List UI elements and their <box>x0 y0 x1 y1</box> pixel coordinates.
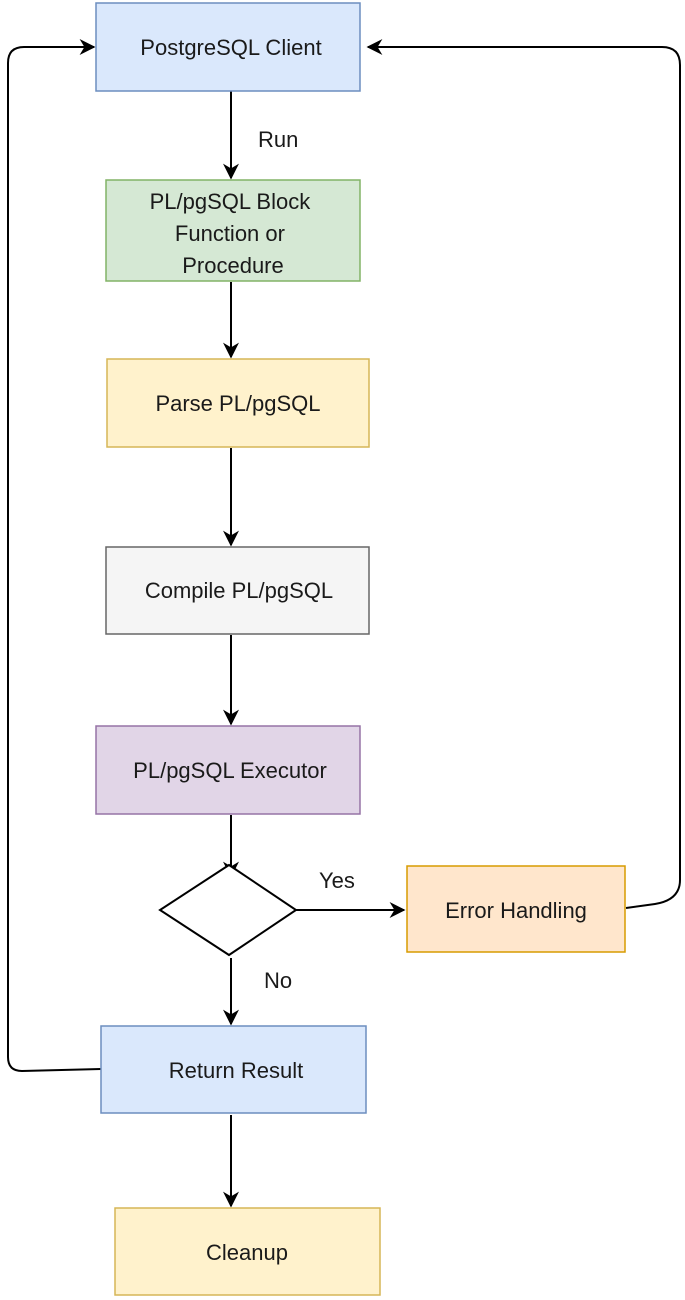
svg-text:Parse PL/pgSQL: Parse PL/pgSQL <box>155 391 320 416</box>
node-cleanup: Cleanup <box>114 1207 381 1296</box>
edge-label-yes: Yes <box>319 868 355 893</box>
node-postgresql-client: PostgreSQL Client <box>95 2 361 92</box>
node-error-handling: Error Handling <box>406 865 626 953</box>
node-label: PL/pgSQL Executor <box>133 758 327 783</box>
node-label: PostgreSQL Client <box>140 35 321 60</box>
node-label: Parse PL/pgSQL <box>155 391 320 416</box>
svg-text:Error Handling: Error Handling <box>445 898 587 923</box>
svg-text:Compile PL/pgSQL: Compile PL/pgSQL <box>145 578 333 603</box>
node-return-result: Return Result <box>100 1025 367 1114</box>
edge-error-to-client <box>366 39 681 909</box>
edge-result-to-client <box>7 39 102 1073</box>
svg-text:Return Result: Return Result <box>169 1058 304 1083</box>
edge-label-no: No <box>264 968 292 993</box>
svg-text:PL/pgSQL Executor: PL/pgSQL Executor <box>133 758 327 783</box>
node-label-line-3: Procedure <box>182 253 284 278</box>
edge-label-run: Run <box>258 127 298 152</box>
edges <box>7 39 681 1208</box>
node-plpgsql-executor: PL/pgSQL Executor <box>95 725 361 815</box>
svg-text:PostgreSQL Client: PostgreSQL Client <box>140 35 321 60</box>
node-decision <box>158 863 298 957</box>
node-parse-plpgsql: Parse PL/pgSQL <box>106 358 370 448</box>
node-label-line-1: PL/pgSQL Block <box>150 189 312 214</box>
node-label: Return Result <box>169 1058 304 1083</box>
node-compile-plpgsql: Compile PL/pgSQL <box>105 546 370 635</box>
node-label: Compile PL/pgSQL <box>145 578 333 603</box>
node-label: Cleanup <box>206 1240 288 1265</box>
svg-text:PL/pgSQL Block Function: PL/pgSQL Block Function or Procedure <box>150 189 317 278</box>
node-plpgsql-block: PL/pgSQL Block Function or Procedure <box>105 179 361 282</box>
node-label: Error Handling <box>445 898 587 923</box>
node-label-line-2: Function or <box>175 221 285 246</box>
svg-text:Cleanup: Cleanup <box>206 1240 288 1265</box>
